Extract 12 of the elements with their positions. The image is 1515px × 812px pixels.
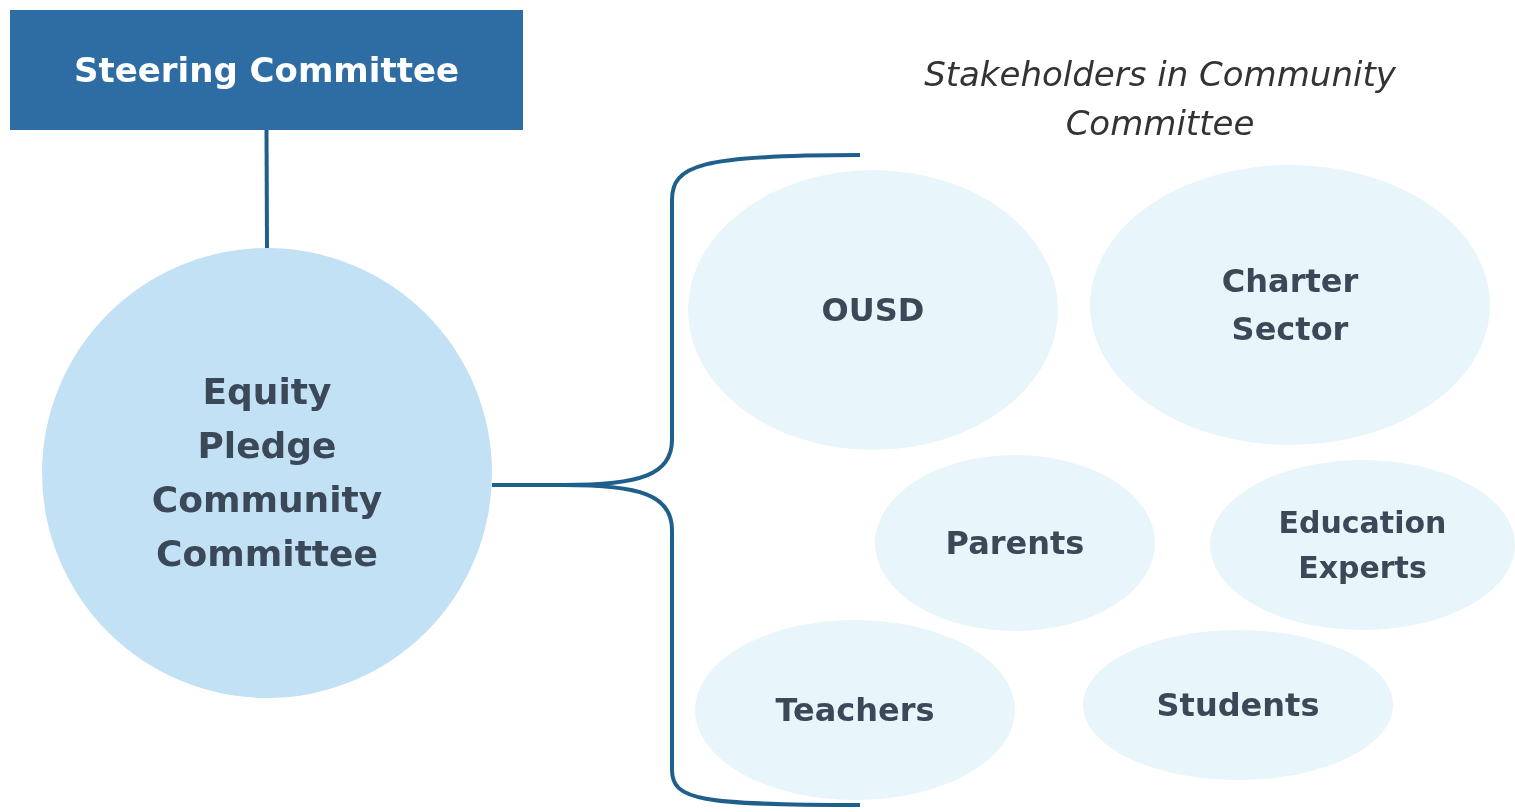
connector-line [492,483,565,487]
group-title: Stakeholders in Community Committee [923,53,1397,146]
node-label: Education Experts [1277,504,1448,587]
node-label: Parents [945,523,1085,564]
connector-line [264,130,269,248]
node-label: Teachers [775,690,935,731]
node-label: Equity Pledge Community Committee [150,370,384,576]
node-label: Steering Committee [73,48,460,92]
node-label: OUSD [821,290,925,331]
committee-box [10,10,523,130]
node-label: Charter Sector [1220,261,1360,350]
node-label: Students [1156,685,1320,726]
